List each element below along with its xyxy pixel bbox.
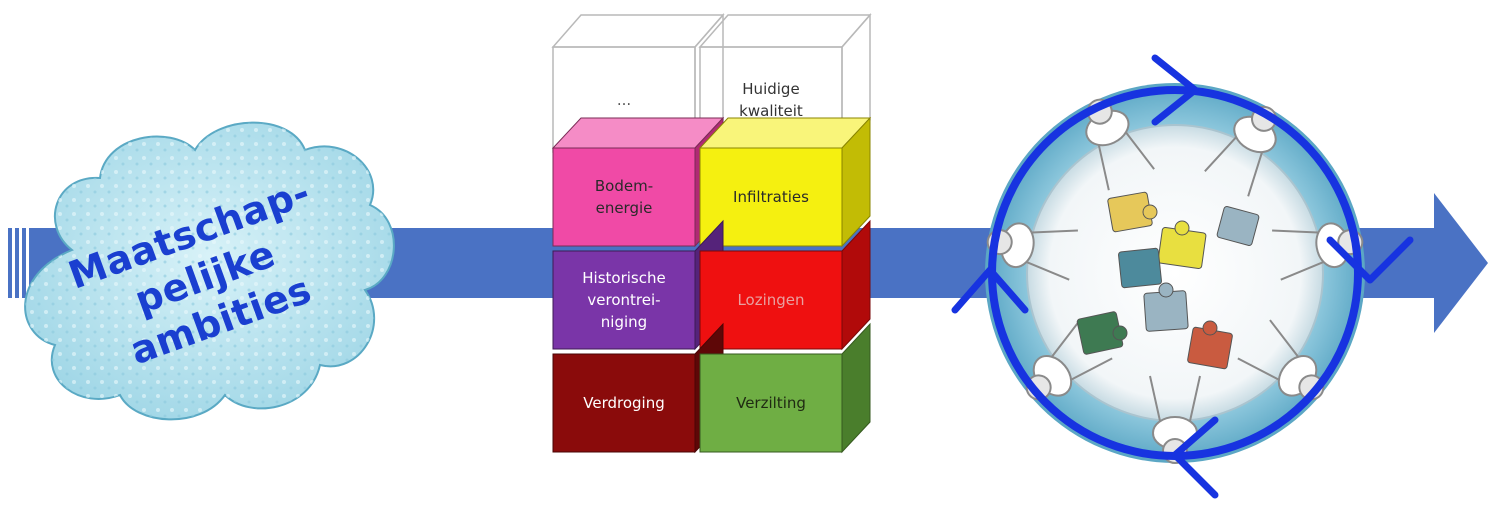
cycle-arrow-marks bbox=[951, 54, 1414, 499]
puzzle-piece-knob bbox=[1112, 325, 1128, 341]
cube-lozingen bbox=[699, 219, 871, 351]
cloud-texture bbox=[25, 122, 394, 420]
arrow-tail-stripe-3 bbox=[22, 228, 26, 298]
cycle-arrow-left bbox=[951, 266, 1029, 314]
arrow-head bbox=[1434, 193, 1488, 333]
puzzle-piece-knob bbox=[1202, 320, 1218, 336]
ambitions-cloud bbox=[24, 121, 395, 421]
cycle-arrow-bottom bbox=[1171, 416, 1219, 499]
cycle-arrow-right bbox=[1326, 236, 1414, 284]
cycle-arrow-top bbox=[1151, 54, 1199, 126]
cube-infiltraties bbox=[698, 116, 872, 248]
cube-label-infiltraties: Infiltraties bbox=[733, 188, 809, 206]
cube-verzilting bbox=[699, 322, 871, 454]
puzzle-piece-knob bbox=[1174, 220, 1190, 236]
round-table-meeting-icon bbox=[951, 54, 1414, 499]
cube-label-huidige-kwaliteit: Huidige kwaliteit bbox=[739, 79, 803, 120]
puzzle-pieces bbox=[1076, 191, 1260, 370]
cube-label-ellipsis: ... bbox=[616, 90, 632, 109]
cube-label-historische-verontreiniging: Historische verontrei- niging bbox=[582, 269, 666, 331]
cube-label-verdroging: Verdroging bbox=[583, 394, 665, 412]
cube-stack bbox=[551, 116, 872, 454]
cube-label-lozingen: Lozingen bbox=[737, 291, 805, 309]
arrow-tail-stripe-1 bbox=[8, 228, 12, 298]
cube-label-bodemenergie: Bodem- energie bbox=[594, 177, 654, 217]
arrow-tail-stripe-2 bbox=[15, 228, 19, 298]
puzzle-piece-knob bbox=[1142, 204, 1158, 220]
puzzle-piece bbox=[1118, 247, 1162, 289]
cube-label-verzilting: Verzilting bbox=[736, 394, 806, 412]
puzzle-piece bbox=[1216, 206, 1260, 246]
puzzle-piece-knob bbox=[1158, 282, 1174, 298]
